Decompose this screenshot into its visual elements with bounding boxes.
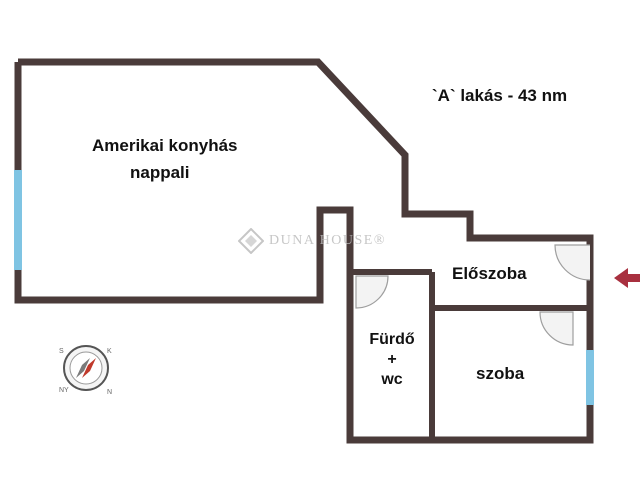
bathroom-line-1: Fürdő	[369, 331, 415, 348]
door-bathroom	[355, 275, 389, 309]
window	[14, 170, 22, 270]
door-bedroom	[539, 311, 574, 346]
room-label-bedroom: szoba	[476, 364, 525, 383]
svg-text:N: N	[107, 389, 112, 396]
svg-text:K: K	[107, 348, 112, 355]
compass-icon: S K NY N	[59, 345, 112, 396]
room-label-living-line1: Amerikai konyhás	[92, 136, 238, 155]
room-label-hall: Előszoba	[452, 264, 527, 283]
duna-house-logo-icon	[238, 228, 264, 254]
bathroom-line-2: +	[387, 351, 397, 368]
room-label-living-line2: nappali	[130, 163, 190, 182]
plan-title: `A` lakás - 43 nm	[432, 86, 568, 105]
window	[586, 350, 594, 405]
door-entrance	[554, 244, 591, 281]
outer-wall	[14, 58, 594, 444]
room-label-bathroom: Fürdő + wc	[361, 330, 423, 390]
watermark-text: DUNA HOUSE®	[269, 233, 386, 248]
svg-text:NY: NY	[59, 387, 69, 394]
svg-text:S: S	[59, 348, 64, 355]
watermark: DUNA HOUSE®	[238, 228, 386, 254]
arrow-left-icon	[614, 268, 640, 288]
bathroom-line-3: wc	[381, 371, 403, 388]
